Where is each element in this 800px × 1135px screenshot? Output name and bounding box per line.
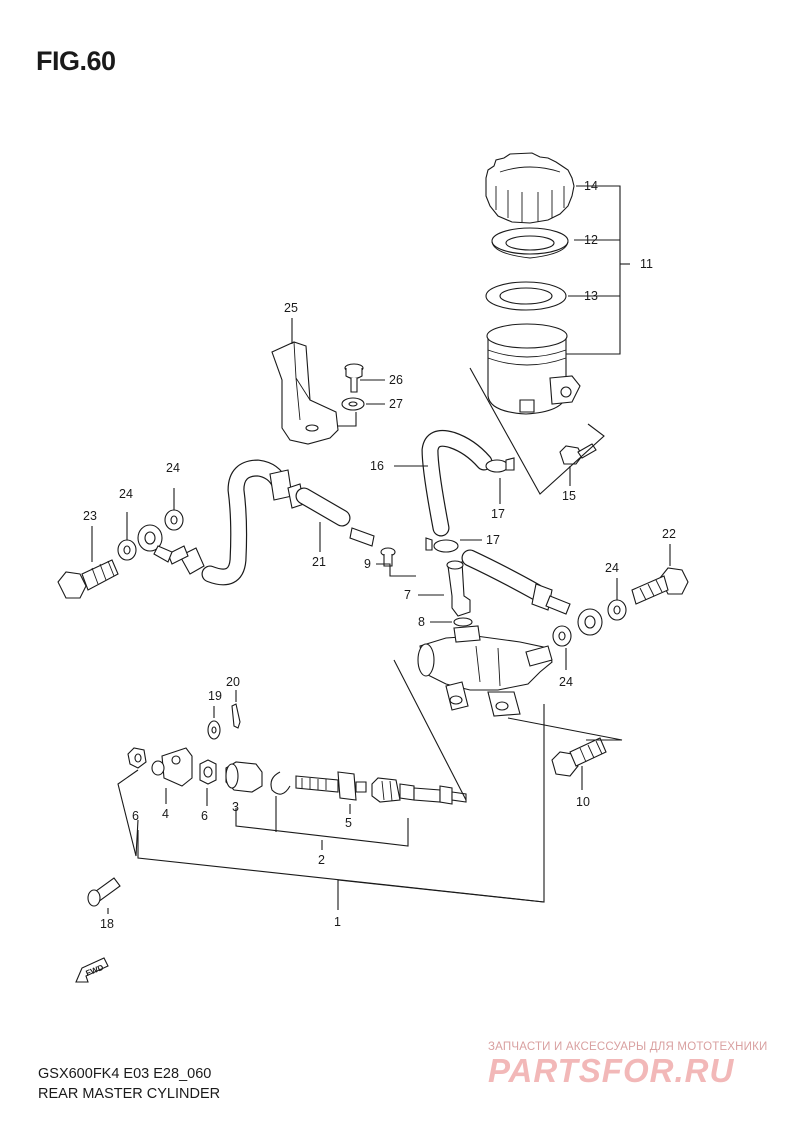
section-name: REAR MASTER CYLINDER — [38, 1086, 221, 1102]
callout-12: 12 — [584, 233, 598, 247]
bolt-part-15 — [559, 443, 597, 465]
push-rod-part-5 — [295, 771, 367, 801]
watermark-logo: PARTSFOR.RU — [488, 1052, 735, 1089]
model-code: GSX600FK4 E03 E28_060 — [38, 1066, 212, 1082]
reservoir-bracket-part-25 — [271, 341, 339, 445]
o-ring-part-8 — [453, 617, 473, 627]
callout-19: 19 — [208, 689, 222, 703]
clevis-pin-part-18 — [87, 877, 121, 907]
diaphragm-part-13 — [485, 281, 567, 311]
boot-part-3 — [225, 761, 263, 793]
nut-part-6-right — [199, 759, 217, 785]
brake-hose-part-21 — [167, 459, 351, 586]
callout-24-c: 24 — [605, 561, 619, 575]
bolt-part-10 — [551, 737, 607, 777]
brake-hose-right-section — [349, 527, 571, 615]
circlip-part-3b — [270, 771, 291, 795]
nut-part-6-left — [127, 747, 147, 769]
leader-lines — [91, 185, 671, 914]
callout-22: 22 — [662, 527, 676, 541]
callout-23: 23 — [83, 509, 97, 523]
callout-6-right: 6 — [201, 809, 208, 823]
piston-part-2 — [371, 777, 467, 805]
callout-6-left: 6 — [132, 809, 139, 823]
callout-13: 13 — [584, 289, 598, 303]
union-bolt-part-22 — [631, 567, 689, 605]
callout-15: 15 — [562, 489, 576, 503]
banjo-fitting-left — [137, 524, 173, 563]
washer-part-24-a — [164, 509, 184, 531]
hose-clamp-part-17-lower — [425, 537, 459, 553]
callout-4: 4 — [162, 807, 169, 821]
callout-numbers: 14 12 13 11 25 26 27 16 17 17 15 24 24 2… — [83, 179, 676, 931]
figure-title: FIG.60 — [36, 46, 116, 76]
callout-8: 8 — [418, 615, 425, 629]
washer-part-24-c — [607, 599, 627, 621]
master-cylinder-body — [417, 625, 553, 717]
callout-25: 25 — [284, 301, 298, 315]
callout-1: 1 — [334, 915, 341, 929]
union-bolt-part-23 — [57, 559, 119, 599]
watermark-tagline: ЗАПЧАСТИ И АКСЕССУАРЫ ДЛЯ МОТОТЕХНИКИ — [488, 1041, 768, 1053]
callout-24-b: 24 — [119, 487, 133, 501]
callout-24-d: 24 — [559, 675, 573, 689]
washer-part-24-b — [117, 539, 137, 561]
washer-part-27 — [341, 397, 365, 411]
callout-3: 3 — [232, 800, 239, 814]
screw-part-26 — [344, 363, 364, 393]
screw-part-9 — [380, 547, 396, 567]
callout-24-a: 24 — [166, 461, 180, 475]
fwd-direction-arrow: FWD — [75, 957, 109, 983]
washer-part-24-d — [552, 625, 572, 647]
diaphragm-plate-part-12 — [491, 227, 569, 259]
callout-11: 11 — [640, 257, 653, 271]
callout-21: 21 — [312, 555, 326, 569]
callout-26: 26 — [389, 373, 403, 387]
reservoir-cap-part-14 — [485, 152, 575, 224]
callout-7: 7 — [404, 588, 411, 602]
cotter-pin-part-20 — [231, 703, 241, 729]
banjo-fitting-right — [577, 608, 603, 636]
callout-17-lower: 17 — [486, 533, 500, 547]
hose-connector-part-7 — [446, 560, 471, 617]
hose-clamp-part-17-upper — [485, 457, 515, 473]
callout-10: 10 — [576, 795, 590, 809]
callout-9: 9 — [364, 557, 371, 571]
callout-17-upper: 17 — [491, 507, 505, 521]
reservoir-body-part-11 — [486, 323, 581, 415]
callout-5: 5 — [345, 816, 352, 830]
callout-18: 18 — [100, 917, 114, 931]
washer-part-19 — [207, 720, 221, 740]
reservoir-hose-part-16 — [421, 429, 493, 537]
clevis-part-4 — [151, 747, 193, 787]
callout-27: 27 — [389, 397, 403, 411]
callout-20: 20 — [226, 675, 240, 689]
callout-16: 16 — [370, 459, 384, 473]
callout-14: 14 — [584, 179, 598, 193]
callout-2: 2 — [318, 853, 325, 867]
